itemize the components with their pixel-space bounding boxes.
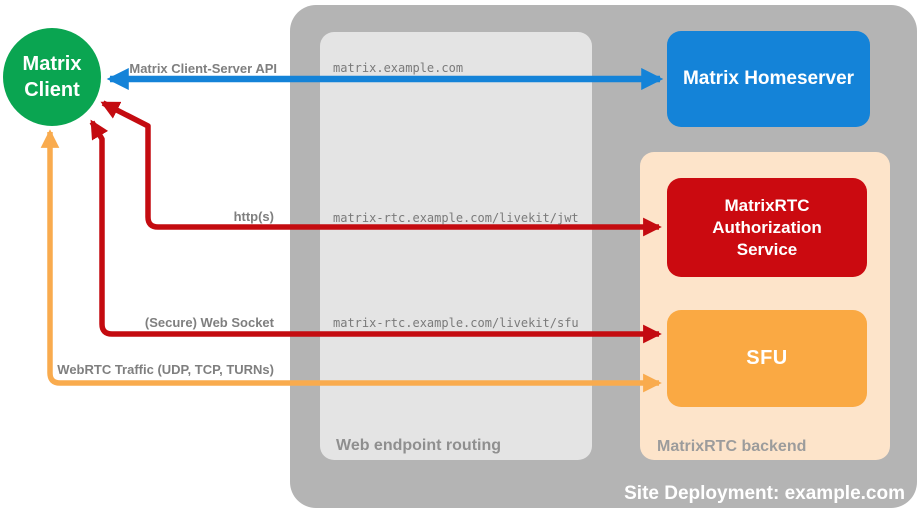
endpoint-jwt-url: matrix-rtc.example.com/livekit/jwt [333,211,579,225]
sfu-label: SFU [746,347,788,369]
matrixrtc-backend-caption: MatrixRTC backend [657,438,807,455]
matrixrtc-authorization-service-node: MatrixRTC Authorization Service [667,178,867,277]
site-deployment-caption: Site Deployment: example.com [624,483,905,504]
matrix-homeserver-label: Matrix Homeserver [682,68,855,89]
matrix-client-node: Matrix Client [3,28,101,126]
matrix-client-label: Matrix Client [22,53,82,101]
web-socket-arrow-label: (Secure) Web Socket [144,315,274,330]
webrtc-traffic-arrow-label: WebRTC Traffic (UDP, TCP, TURNs) [57,362,274,377]
matrix-homeserver-node: Matrix Homeserver [667,31,870,127]
endpoint-homeserver-url: matrix.example.com [333,61,464,75]
sfu-node: SFU [667,310,867,407]
web-endpoint-routing-container [320,32,592,460]
http-arrow-label: http(s) [233,209,274,224]
matrixrtc-authorization-service-label: MatrixRTC Authorization Service [712,195,822,259]
web-endpoint-routing-caption: Web endpoint routing [336,437,502,454]
endpoint-sfu-url: matrix-rtc.example.com/livekit/sfu [333,316,579,330]
client-server-api-arrow-label: Matrix Client-Server API [129,61,277,76]
